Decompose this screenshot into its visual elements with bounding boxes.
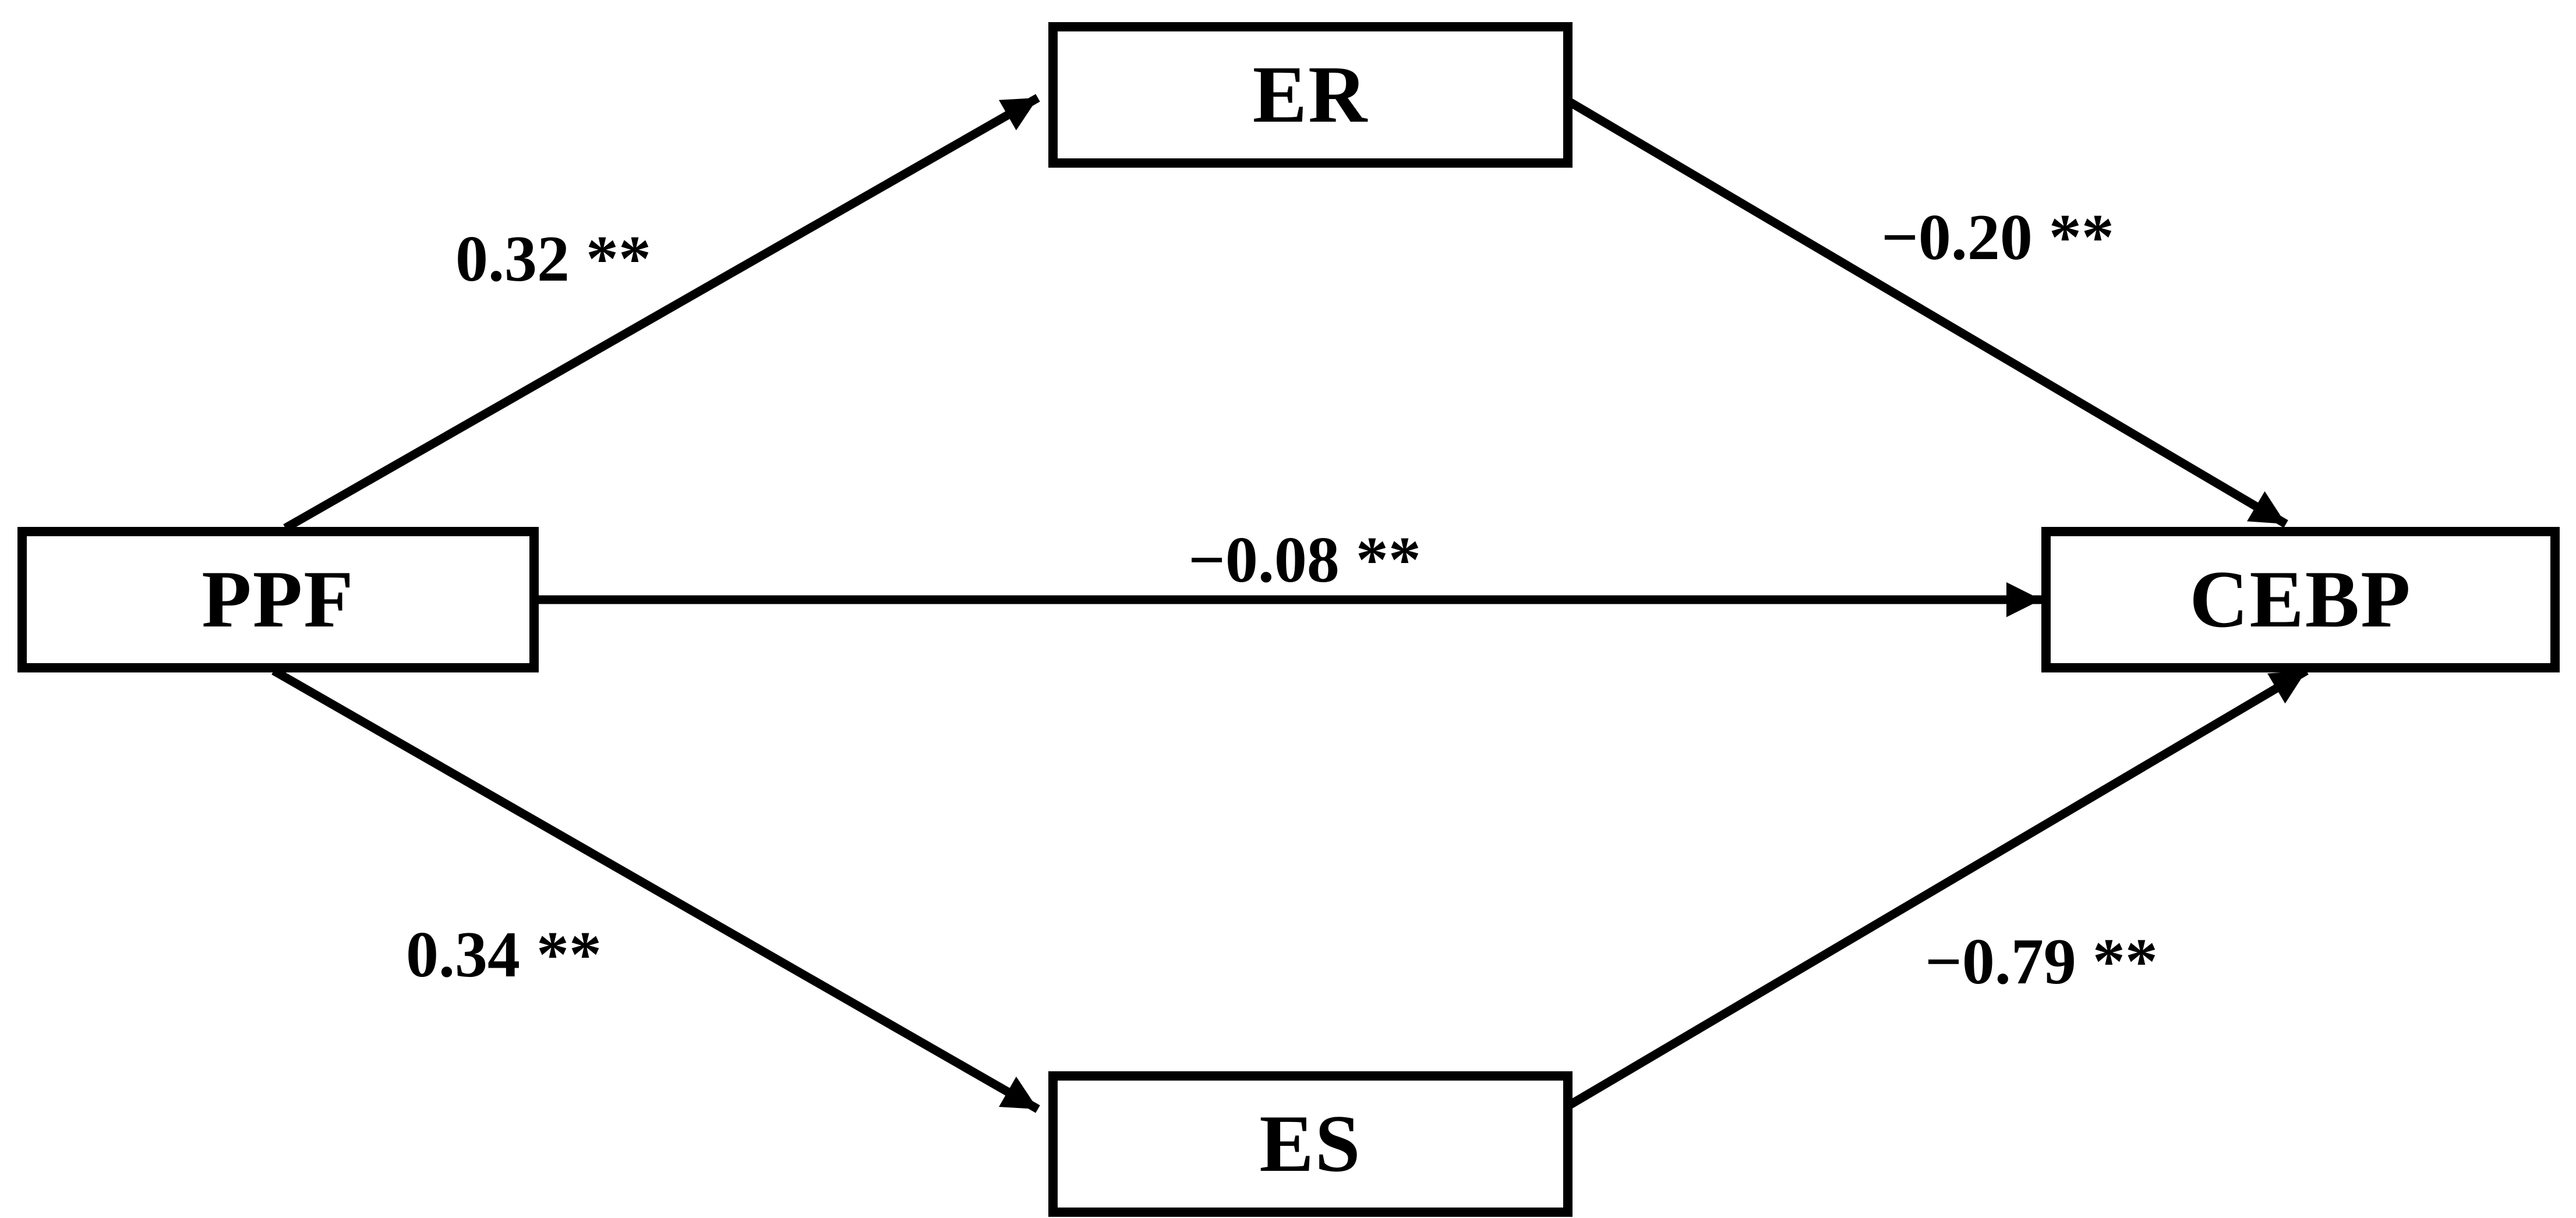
coefficient-ppf-es: 0.34 **: [406, 919, 602, 991]
node-label-es: ES: [1259, 1099, 1362, 1189]
arrow-ppf-to-er: [283, 94, 1040, 532]
node-box-ppf: PPF: [17, 527, 539, 672]
coefficient-er-cebp: −0.20 **: [1881, 201, 2114, 274]
coefficient-ppf-cebp: −0.08 **: [1188, 524, 1421, 596]
arrow-ppf-to-es: [271, 667, 1040, 1113]
node-label-ppf: PPF: [202, 554, 355, 645]
node-box-cebp: CEBP: [2041, 527, 2560, 672]
arrow-er-to-cebp: [1567, 98, 2288, 528]
node-label-cebp: CEBP: [2189, 554, 2412, 645]
arrow-es-to-cebp: [1567, 667, 2309, 1109]
node-box-es: ES: [1048, 1071, 1573, 1217]
coefficient-es-cebp: −0.79 **: [1925, 926, 2158, 998]
coefficient-ppf-er: 0.32 **: [455, 223, 651, 295]
node-box-er: ER: [1048, 22, 1573, 168]
node-label-er: ER: [1252, 49, 1369, 140]
